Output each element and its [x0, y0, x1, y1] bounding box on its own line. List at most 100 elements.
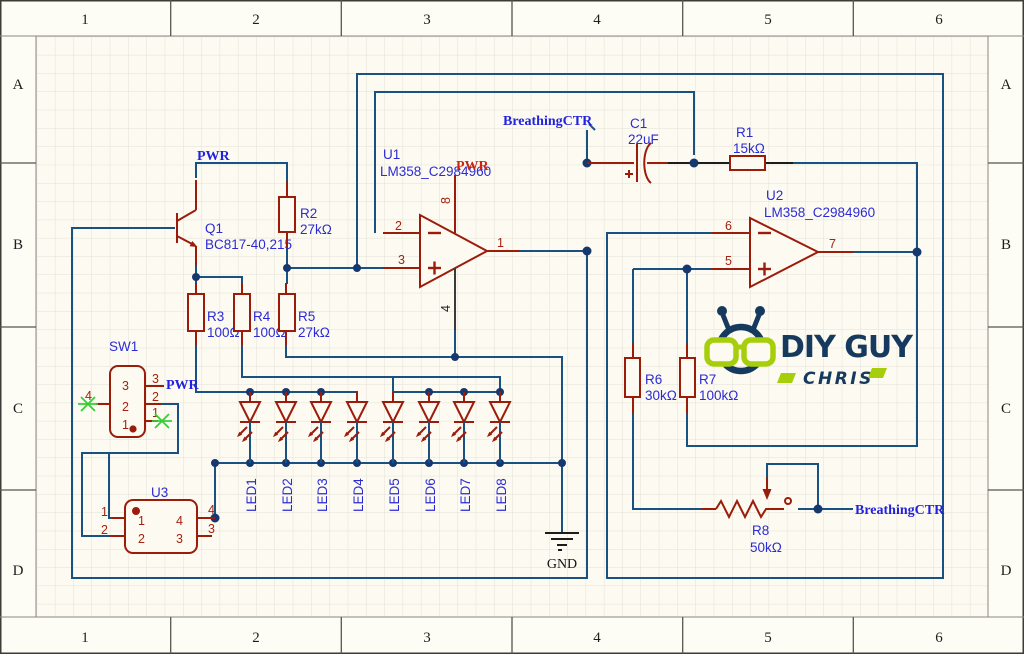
col-label-bottom: 3 — [423, 630, 431, 646]
resistor-r2[interactable]: R2 27kΩ — [278, 181, 332, 248]
r8-ref: R8 — [752, 523, 769, 538]
u3-pin2: 2 — [101, 523, 108, 537]
led-1[interactable]: LED1 — [235, 391, 261, 512]
r6-ref: R6 — [645, 372, 662, 387]
logo-left-accent-icon — [777, 373, 796, 383]
u1-pin8: 8 — [439, 197, 453, 204]
r7-ref: R7 — [699, 372, 716, 387]
led-6[interactable]: LED6 — [414, 391, 440, 512]
wire-u1-inv-loop[interactable] — [374, 91, 695, 233]
net-pwr-sw1[interactable]: PWR — [166, 378, 200, 393]
resistor-r3[interactable]: R3 100Ω — [187, 283, 240, 345]
resistor-r4[interactable]: R4 100Ω — [233, 283, 286, 345]
wire-sw1-u3[interactable] — [81, 403, 179, 537]
u2-pin5: 5 — [725, 254, 732, 268]
resistor-r1[interactable]: R1 15kΩ — [729, 125, 766, 171]
opamp-u2[interactable]: 6 5 7 U2 LM358_C2984960 — [712, 188, 875, 289]
wire-r6-r8[interactable] — [632, 412, 702, 510]
sw1-inside-2: 2 — [122, 400, 129, 414]
row-label-left: D — [13, 563, 24, 579]
led-3[interactable]: LED3 — [306, 391, 332, 512]
wire-r1-feedback[interactable] — [686, 162, 918, 447]
u3-pin1: 1 — [101, 505, 108, 519]
r1-value: 15kΩ — [733, 141, 765, 156]
led3-label: LED3 — [315, 478, 330, 512]
led-5[interactable]: LED5 — [378, 391, 404, 512]
led-array: LED1 LED2 LED3 LED4 LED5 LED6 LED7 LED8 — [235, 391, 511, 512]
ground-symbol[interactable]: GND — [545, 532, 579, 572]
col-label-bottom: 4 — [593, 630, 601, 646]
u1-pin3: 3 — [398, 253, 405, 267]
opamp-u1[interactable]: 2 3 1 8 4 U1 LM358_C2984960 PWR — [380, 147, 520, 330]
col-label-bottom: 6 — [935, 630, 943, 646]
led-2[interactable]: LED2 — [271, 391, 297, 512]
r2-ref: R2 — [300, 206, 317, 221]
led7-label: LED7 — [458, 478, 473, 512]
net-breathing-c1[interactable]: BreathingCTR — [503, 114, 593, 129]
col-label-bottom: 5 — [764, 630, 772, 646]
net-breathing-r8[interactable]: BreathingCTR — [855, 503, 945, 518]
glasses-left-lens-icon — [704, 337, 739, 367]
led-7[interactable]: LED7 — [449, 391, 475, 512]
u1-pin1: 1 — [497, 236, 504, 250]
c1-value: 22uF — [628, 132, 659, 147]
u1-pin2: 2 — [395, 219, 402, 233]
row-label-left: A — [13, 77, 24, 93]
sw1-pin2: 2 — [152, 390, 159, 404]
wire-led-feed[interactable] — [241, 344, 501, 392]
u3-inside-3: 3 — [176, 532, 183, 546]
potentiometer-r8[interactable]: R8 50kΩ — [702, 477, 792, 555]
sw1-inside-1: 1 — [122, 418, 129, 432]
u2-pin7: 7 — [829, 237, 836, 251]
wire-gnd-rail[interactable] — [285, 344, 563, 533]
sw1-pin3: 3 — [152, 372, 159, 386]
r8-value: 50kΩ — [750, 540, 782, 555]
c1-ref: C1 — [630, 116, 647, 131]
row-label-left: B — [13, 237, 23, 253]
sw1-inside-3: 3 — [122, 379, 129, 393]
q1-ref: Q1 — [205, 221, 223, 236]
led1-label: LED1 — [244, 478, 259, 512]
led4-label: LED4 — [351, 478, 366, 512]
net-pwr-q1[interactable]: PWR — [197, 149, 231, 164]
r3-value: 100Ω — [207, 325, 240, 340]
led8-label: LED8 — [494, 478, 509, 512]
u2-ref: U2 — [766, 188, 783, 203]
u2-value: LM358_C2984960 — [764, 205, 875, 220]
led2-label: LED2 — [280, 478, 295, 512]
sw1-pin1: 1 — [152, 406, 159, 420]
u3-pin3: 3 — [208, 522, 215, 536]
r3-ref: R3 — [207, 309, 224, 324]
u3-inside-4: 4 — [176, 514, 183, 528]
r4-ref: R4 — [253, 309, 271, 324]
col-label-top: 4 — [593, 12, 601, 28]
r7-value: 100kΩ — [699, 388, 738, 403]
led5-label: LED5 — [387, 478, 402, 512]
capacitor-c1[interactable]: C1 22uF — [587, 116, 668, 184]
transistor-q1[interactable]: Q1 BC817-40,215 — [176, 180, 292, 265]
u3-inside-1: 1 — [138, 514, 145, 528]
switch-sw1[interactable]: 3 2 1 4 3 2 1 SW1 — [78, 339, 172, 438]
wires — [71, 73, 944, 579]
r5-value: 27kΩ — [298, 325, 330, 340]
resistor-r7[interactable]: R7 100kΩ — [679, 343, 738, 413]
col-label-top: 2 — [252, 12, 260, 28]
wire-pwr-rail[interactable] — [195, 162, 288, 181]
col-label-bottom: 1 — [81, 630, 89, 646]
wire-emitter-r4[interactable] — [196, 276, 243, 284]
led-4[interactable]: LED4 — [342, 391, 368, 512]
resistor-r5[interactable]: R5 27kΩ — [278, 283, 330, 345]
resistor-r6[interactable]: R6 30kΩ — [624, 343, 677, 413]
wire-u1out-to-base[interactable] — [71, 227, 588, 579]
r4-value: 100Ω — [253, 325, 286, 340]
u1-value: LM358_C2984960 — [380, 164, 491, 179]
gnd-label: GND — [547, 557, 577, 572]
u3-pin4: 4 — [208, 503, 215, 517]
row-label-right: A — [1001, 77, 1012, 93]
wire-u2inv-loop[interactable] — [356, 73, 944, 579]
led-8[interactable]: LED8 — [485, 391, 511, 512]
net-labels: PWR PWR BreathingCTR BreathingCTR — [166, 114, 945, 518]
ic-u3[interactable]: 1 2 4 3 1 2 4 3 U3 — [101, 485, 215, 554]
u1-ref: U1 — [383, 147, 400, 162]
